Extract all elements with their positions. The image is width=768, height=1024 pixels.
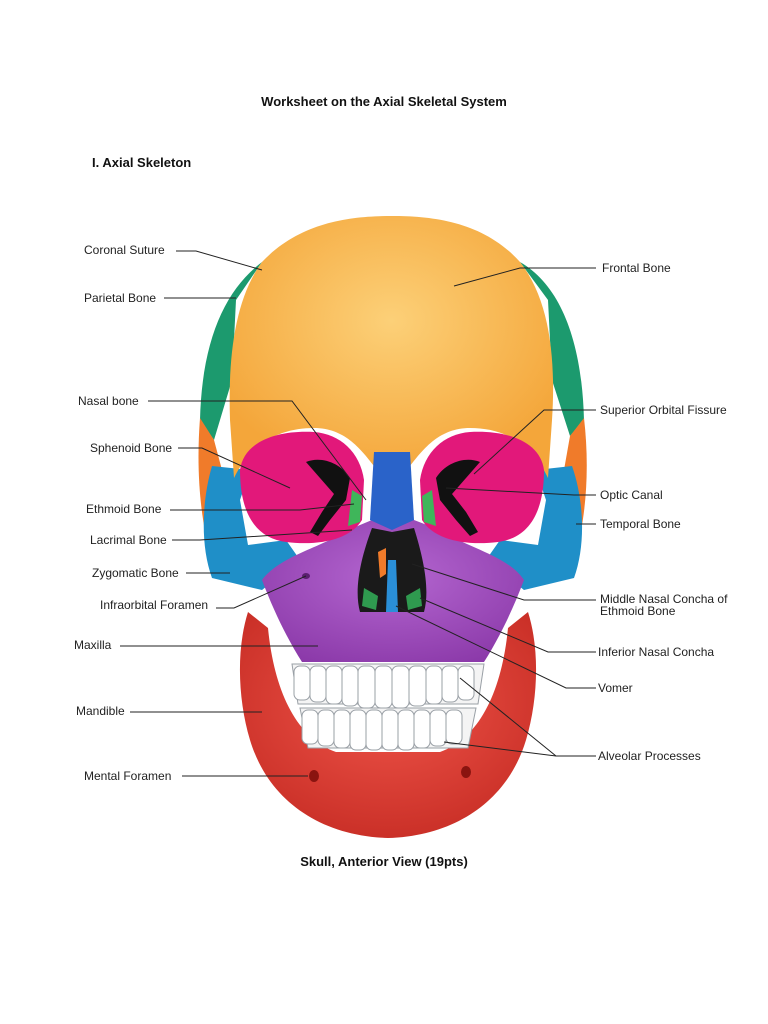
label-superior-orbital-fissure: Superior Orbital Fissure xyxy=(600,403,727,417)
orbital-fissure-left xyxy=(306,459,350,536)
zygomatic-bone-right xyxy=(486,466,583,590)
nasal-bone xyxy=(370,452,414,530)
label-middle-nasal-concha-line2: Ethmoid Bone xyxy=(600,604,676,618)
figure-caption: Skull, Anterior View (19pts) xyxy=(300,854,468,869)
parietal-bone-left xyxy=(200,262,262,440)
label-nasal-bone: Nasal bone xyxy=(78,394,139,408)
label-mental-foramen: Mental Foramen xyxy=(84,769,171,783)
label-maxilla: Maxilla xyxy=(74,638,112,652)
teeth xyxy=(291,663,485,751)
parietal-bone-right xyxy=(520,262,584,436)
label-parietal-bone: Parietal Bone xyxy=(84,291,156,305)
orbit-right xyxy=(420,431,544,544)
orbital-fissure-right xyxy=(436,459,480,536)
middle-nasal-concha xyxy=(378,548,386,578)
label-coronal-suture: Coronal Suture xyxy=(84,243,165,257)
label-infraorbital-foramen: Infraorbital Foramen xyxy=(100,598,208,612)
inferior-nasal-concha-right xyxy=(406,588,422,610)
label-inferior-nasal-concha: Inferior Nasal Concha xyxy=(598,645,714,659)
label-mandible: Mandible xyxy=(76,704,125,718)
label-optic-canal: Optic Canal xyxy=(600,488,663,502)
ethmoid-bone-left xyxy=(348,490,362,526)
zygomatic-bone-left xyxy=(203,466,300,590)
label-frontal-bone: Frontal Bone xyxy=(602,261,671,275)
label-zygomatic-bone: Zygomatic Bone xyxy=(92,566,179,580)
label-temporal-bone: Temporal Bone xyxy=(600,517,681,531)
label-sphenoid-bone: Sphenoid Bone xyxy=(90,441,172,455)
mental-foramen-right xyxy=(461,766,471,778)
label-vomer: Vomer xyxy=(598,681,633,695)
section-heading: I. Axial Skeleton xyxy=(92,155,192,170)
ethmoid-bone-right xyxy=(422,490,436,526)
leader-lines xyxy=(120,250,596,777)
label-lacrimal-bone: Lacrimal Bone xyxy=(90,533,167,547)
vomer xyxy=(386,560,398,612)
mental-foramen-left xyxy=(309,770,319,782)
inferior-nasal-concha-left xyxy=(362,588,378,610)
page-title: Worksheet on the Axial Skeletal System xyxy=(261,94,507,109)
label-middle-nasal-concha-line1: Middle Nasal Concha of xyxy=(600,592,728,606)
label-alveolar-processes: Alveolar Processes xyxy=(598,749,701,763)
label-ethmoid-bone: Ethmoid Bone xyxy=(86,502,162,516)
